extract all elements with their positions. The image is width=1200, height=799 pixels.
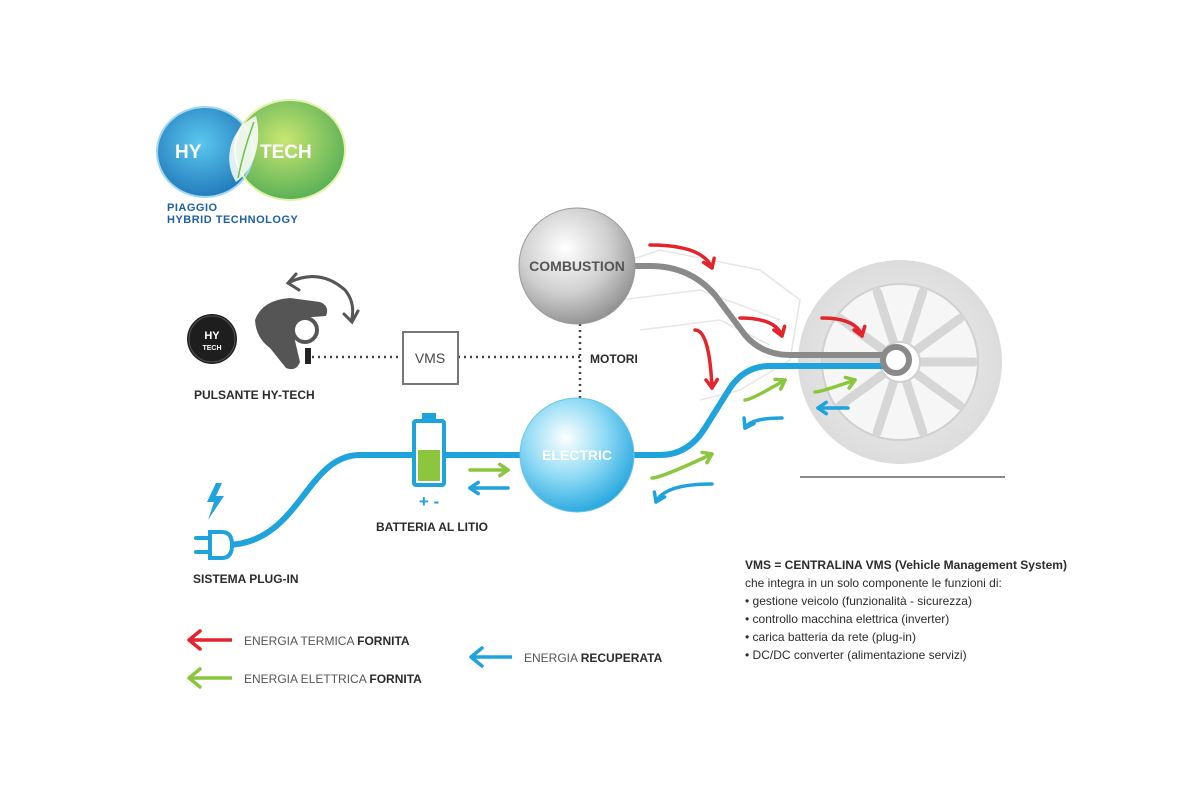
flow-arrow-head bbox=[700, 450, 714, 465]
battery-icon: + - bbox=[412, 413, 446, 511]
badge-line-2: TECH bbox=[202, 345, 221, 352]
plugin-cable bbox=[222, 452, 528, 548]
vms-info: VMS = CENTRALINA VMS (Vehicle Management… bbox=[745, 558, 1067, 662]
info-item: • DC/DC converter (alimentazione servizi… bbox=[745, 648, 967, 662]
combustion-label: COMBUSTION bbox=[529, 258, 625, 274]
legend-recovered-prefix: ENERGIA bbox=[524, 651, 581, 665]
axle-hub bbox=[880, 344, 912, 376]
info-title: VMS = CENTRALINA VMS (Vehicle Management… bbox=[745, 558, 1067, 572]
logo-word-left: HY bbox=[175, 142, 202, 163]
electric-node: ELECTRIC bbox=[519, 397, 635, 513]
svg-text:ENERGIA RECUPERATA: ENERGIA RECUPERATA bbox=[524, 651, 663, 665]
flow-arrow-head bbox=[852, 324, 867, 338]
flow-arrow-head bbox=[497, 462, 510, 478]
engine-sketch bbox=[599, 249, 801, 401]
flow-arrow-head bbox=[742, 416, 756, 430]
svg-text:ENERGIA TERMICA FORNITA: ENERGIA TERMICA FORNITA bbox=[244, 634, 410, 648]
flow-arrow bbox=[813, 378, 857, 394]
legend-electric: ENERGIA ELETTRICA FORNITA bbox=[187, 667, 422, 689]
hytech-logo: HY TECH PIAGGIO HYBRID TECHNOLOGY bbox=[156, 99, 346, 226]
badge-line-1: HY bbox=[204, 330, 220, 342]
combustion-node: COMBUSTION bbox=[518, 207, 636, 325]
flow-arrow-head bbox=[468, 480, 481, 496]
flow-arrow-head bbox=[816, 400, 829, 416]
flow-arrow-head bbox=[772, 324, 787, 338]
flow-arrow bbox=[648, 243, 714, 270]
combustion-line bbox=[597, 263, 888, 358]
pulsante-label: PULSANTE HY-TECH bbox=[194, 388, 315, 402]
hand-button-icon bbox=[255, 298, 328, 370]
info-item: • gestione veicolo (funzionalità - sicur… bbox=[745, 594, 972, 608]
logo-tagline-2: HYBRID TECHNOLOGY bbox=[167, 214, 299, 226]
logo-word-right: TECH bbox=[260, 142, 312, 163]
batteria-label: BATTERIA AL LITIO bbox=[376, 520, 488, 534]
battery-signs: + - bbox=[419, 492, 439, 511]
hytech-badge-icon: HY TECH bbox=[187, 314, 237, 364]
svg-text:ENERGIA ELETTRICA FORNITA: ENERGIA ELETTRICA FORNITA bbox=[244, 672, 422, 686]
flow-arrow bbox=[743, 378, 787, 402]
legend-recovered: ENERGIA RECUPERATA bbox=[469, 646, 663, 668]
flow-arrow bbox=[693, 328, 714, 390]
legend-thermal: ENERGIA TERMICA FORNITA bbox=[187, 629, 410, 651]
legend: ENERGIA TERMICA FORNITA ENERGIA ELETTRIC… bbox=[187, 629, 663, 689]
legend-thermal-prefix: ENERGIA TERMICA bbox=[244, 634, 357, 648]
info-item: • carica batteria da rete (plug-in) bbox=[745, 630, 916, 644]
flow-arrow-head bbox=[843, 375, 857, 390]
flow-arrow-head bbox=[701, 256, 716, 270]
flow-arrow-head bbox=[704, 377, 720, 390]
flow-arrow bbox=[654, 482, 714, 504]
lightning-icon bbox=[207, 483, 224, 520]
flow-arrows bbox=[468, 243, 867, 504]
logo-tagline-1: PIAGGIO bbox=[167, 202, 218, 214]
legend-electric-prefix: ENERGIA ELETTRICA bbox=[244, 672, 369, 686]
flow-arrow bbox=[650, 452, 714, 480]
rotate-arrow-icon bbox=[285, 272, 360, 325]
flow-arrow-head bbox=[652, 490, 667, 504]
plugin-label: SISTEMA PLUG-IN bbox=[193, 572, 299, 586]
electric-label: ELECTRIC bbox=[542, 447, 612, 463]
legend-recovered-strong: RECUPERATA bbox=[581, 651, 663, 665]
info-item: • controllo macchina elettrica (inverter… bbox=[745, 612, 949, 626]
legend-thermal-strong: FORNITA bbox=[357, 634, 410, 648]
electric-drive-line bbox=[627, 363, 888, 458]
motori-label: MOTORI bbox=[590, 352, 638, 366]
flow-arrow-head bbox=[773, 377, 787, 391]
plug-icon bbox=[194, 530, 235, 560]
vms-box-label: VMS bbox=[415, 350, 445, 366]
vms-box: VMS bbox=[402, 331, 459, 385]
info-intro: che integra in un solo componente le fun… bbox=[745, 576, 1002, 590]
legend-electric-strong: FORNITA bbox=[369, 672, 422, 686]
